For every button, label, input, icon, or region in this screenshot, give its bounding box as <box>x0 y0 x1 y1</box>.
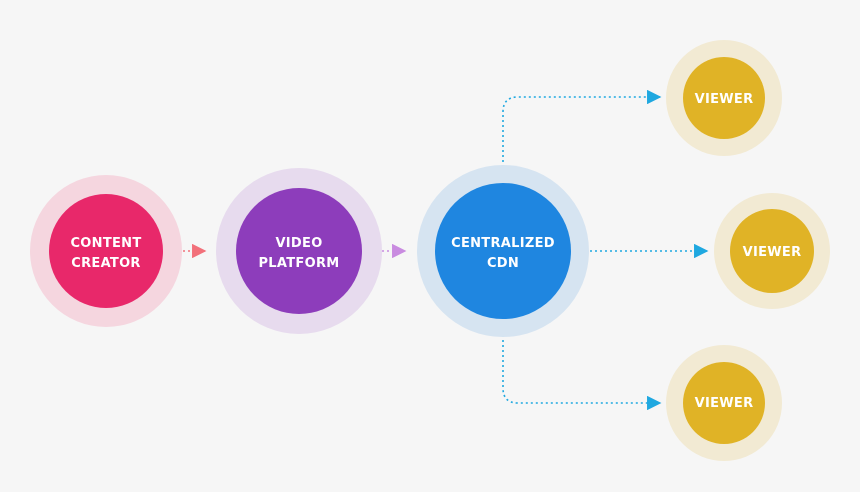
cdn-label-line1: CENTRALIZED <box>451 236 555 251</box>
content-creator-label-line1: CONTENT <box>70 236 141 251</box>
node-viewer-bottom: VIEWER <box>666 345 782 461</box>
video-platform-label-line1: VIDEO <box>275 236 322 251</box>
viewer-bottom-circle <box>683 362 765 444</box>
viewer-middle-circle <box>730 209 814 293</box>
viewer-bottom-label: VIEWER <box>695 396 754 411</box>
content-creator-label-line2: CREATOR <box>71 256 141 271</box>
node-viewer-top: VIEWER <box>666 40 782 156</box>
node-content-creator: CONTENT CREATOR <box>30 175 182 327</box>
viewer-top-label: VIEWER <box>695 92 754 107</box>
video-platform-label-line2: PLATFORM <box>258 256 339 271</box>
connector-cdn-to-viewer-bottom <box>502 315 662 411</box>
viewer-middle-label: VIEWER <box>743 245 802 260</box>
cdn-circle <box>435 183 571 319</box>
connector-cdn-to-viewer-top <box>502 89 662 187</box>
viewer-top-circle <box>683 57 765 139</box>
node-viewer-middle: VIEWER <box>714 193 830 309</box>
video-platform-circle <box>236 188 362 314</box>
cdn-label-line2: CDN <box>487 256 519 271</box>
node-centralized-cdn: CENTRALIZED CDN <box>417 165 589 337</box>
node-video-platform: VIDEO PLATFORM <box>216 168 382 334</box>
content-creator-circle <box>49 194 163 308</box>
